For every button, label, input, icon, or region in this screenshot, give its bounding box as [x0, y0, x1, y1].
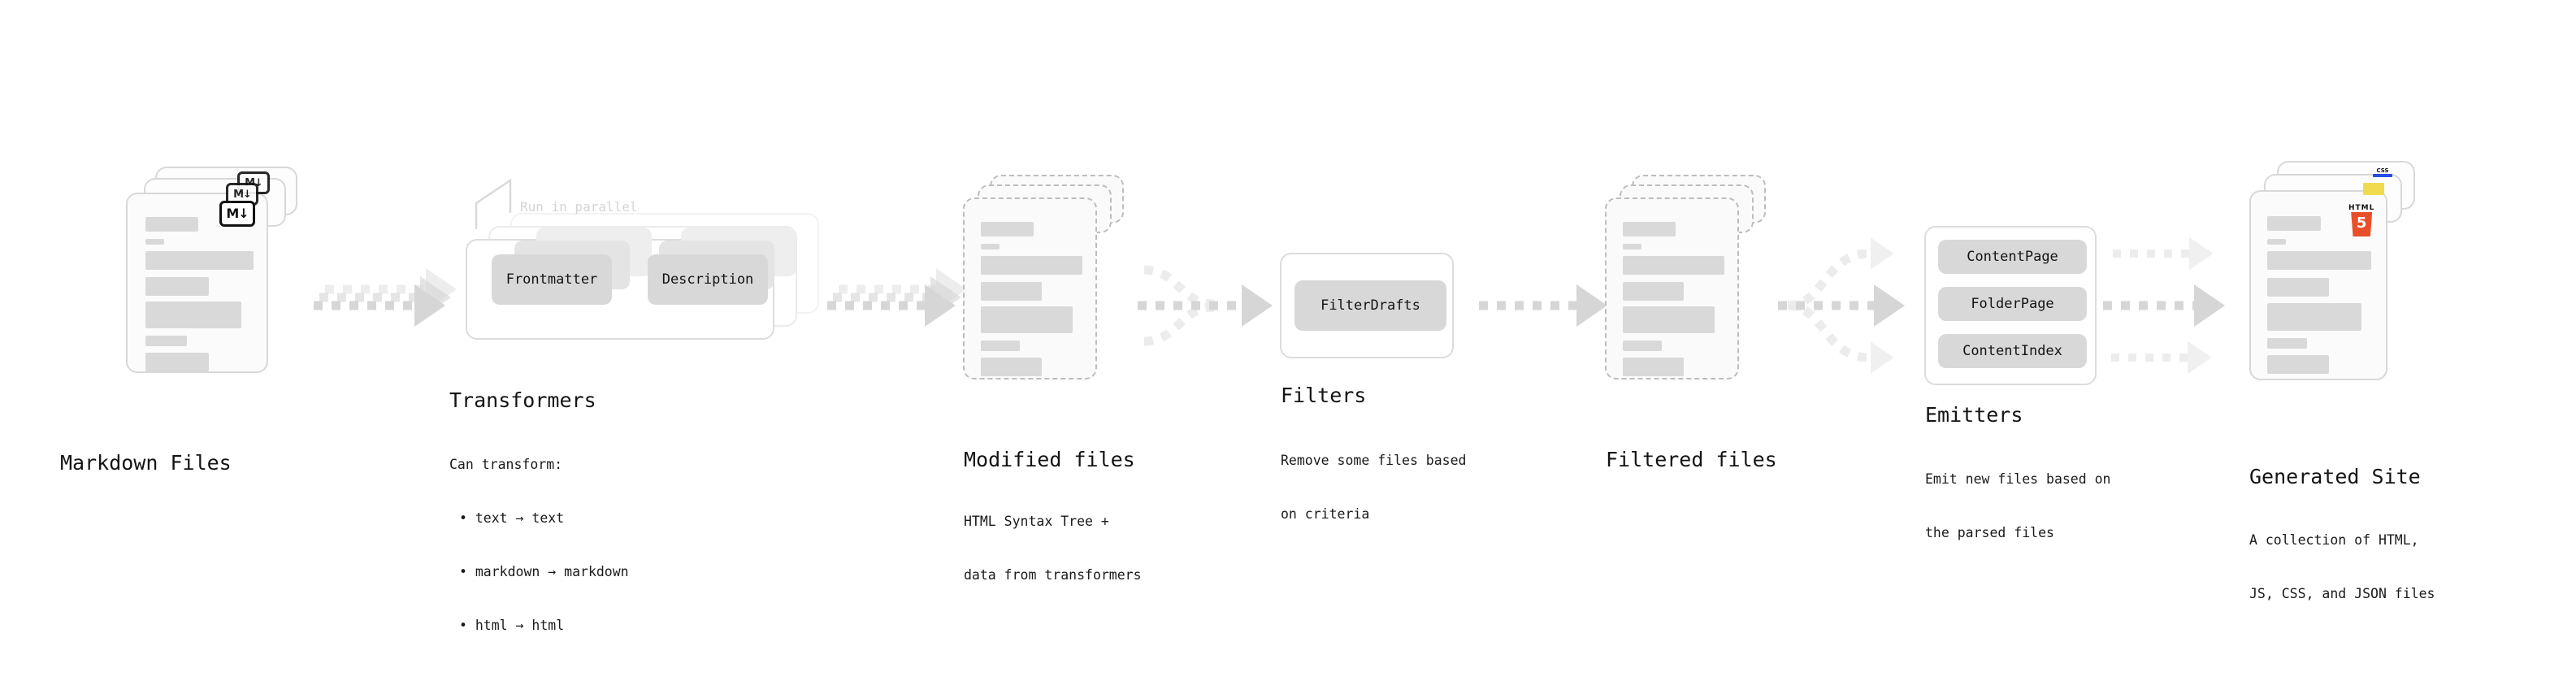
transformer-chip-description-label: Description — [661, 271, 754, 288]
emitters-group: ContentPage FolderPage ContentIndex — [1924, 226, 2097, 385]
skeleton-bar — [145, 251, 254, 270]
skeleton-bar — [2267, 239, 2286, 245]
stage-title-generated-site: Generated Site — [2249, 465, 2421, 488]
skeleton-bar — [2267, 338, 2307, 349]
skeleton-bar — [145, 217, 198, 232]
arrow-transformers-to-modified — [827, 268, 967, 327]
transformers-bullet-0: • text → text — [459, 510, 565, 526]
css-icon-label: CSS — [2376, 167, 2389, 174]
skeleton-bar — [2267, 216, 2321, 231]
skeleton-bar — [145, 336, 187, 346]
stage-title-markdown-files: Markdown Files — [60, 451, 232, 475]
modified-files-subtitle: HTML Syntax Tree + data from transformer… — [964, 477, 1142, 620]
modified-card-front — [963, 197, 1097, 380]
filters-subtitle-line-1: on criteria — [1281, 506, 1370, 522]
skeleton-bar — [981, 306, 1073, 333]
arrow-modified-to-filters — [1138, 265, 1273, 346]
transformers-bullet-2: • html → html — [459, 618, 565, 633]
skeleton-bar — [981, 282, 1042, 301]
transformer-chip-frontmatter-label: Frontmatter — [505, 271, 598, 288]
skeleton-bar — [981, 340, 1020, 351]
generated-site-subtitle-line-0: A collection of HTML, — [2249, 532, 2419, 548]
html5-icon-shield: 5 — [2351, 212, 2373, 236]
generated-site-subtitle-line-1: JS, CSS, and JSON files — [2249, 586, 2435, 601]
skeleton-bar — [1623, 244, 1641, 249]
filters-subtitle-line-0: Remove some files based — [1281, 453, 1467, 468]
filter-chip-filterdrafts-label: FilterDrafts — [1321, 297, 1420, 314]
emitter-chip-folderpage-label: FolderPage — [1971, 296, 2054, 312]
skeleton-bar — [1623, 282, 1684, 301]
html5-icon-word: HTML — [2348, 204, 2375, 212]
skeleton-bar — [981, 244, 1000, 249]
html5-icon-digit: 5 — [2356, 214, 2367, 232]
run-in-parallel-note: Run in parallel — [520, 199, 638, 215]
transformer-chip-frontmatter[interactable]: Frontmatter — [492, 254, 612, 305]
emitter-chip-contentindex-label: ContentIndex — [1962, 343, 2062, 359]
filters-subtitle: Remove some files based on criteria — [1281, 416, 1466, 559]
skeleton-bar — [981, 256, 1082, 275]
skeleton-bar — [145, 277, 209, 296]
css-icon-bar — [2373, 174, 2392, 177]
arrow-markdown-to-transformers — [314, 268, 457, 327]
emitters-subtitle-line-1: the parsed files — [1925, 525, 2054, 540]
skeleton-bar — [145, 353, 209, 371]
generated-site-subtitle: A collection of HTML, JS, CSS, and JSON … — [2249, 496, 2435, 639]
markdown-icon: M↓ — [226, 183, 258, 206]
js-icon — [2363, 183, 2384, 195]
modified-files-subtitle-line-1: data from transformers — [964, 567, 1142, 583]
markdown-icon: M↓ — [219, 201, 255, 227]
skeleton-bar — [2267, 303, 2361, 331]
arrow-emitters-to-site — [2103, 236, 2225, 375]
emitter-chip-folderpage[interactable]: FolderPage — [1938, 287, 2087, 321]
skeleton-bar — [2267, 278, 2329, 297]
emitter-chip-contentpage-label: ContentPage — [1967, 249, 2058, 265]
transformer-chip-description[interactable]: Description — [648, 254, 768, 305]
emitters-subtitle-line-0: Emit new files based on — [1925, 471, 2111, 487]
skeleton-bar — [981, 222, 1034, 236]
stage-title-modified-files: Modified files — [964, 448, 1135, 471]
filters-group: FilterDrafts — [1280, 253, 1454, 358]
skeleton-bar — [1623, 340, 1662, 351]
transformers-bullet-1: • markdown → markdown — [459, 564, 629, 579]
emitter-chip-contentpage[interactable]: ContentPage — [1938, 240, 2087, 274]
transformers-subtitle-line: Can transform: — [449, 457, 563, 472]
arrow-filtered-to-emitters — [1778, 237, 1905, 374]
skeleton-bar — [1623, 256, 1724, 275]
transformers-subtitle: Can transform: • text → text • markdown … — [449, 420, 629, 670]
skeleton-bar — [145, 239, 164, 245]
modified-files-subtitle-line-0: HTML Syntax Tree + — [964, 514, 1109, 529]
skeleton-bar — [981, 358, 1042, 376]
markdown-icon-glyph: M↓ — [233, 188, 252, 201]
stage-title-emitters: Emitters — [1925, 403, 2023, 427]
stage-title-transformers: Transformers — [449, 388, 596, 412]
skeleton-bar — [1623, 358, 1684, 376]
skeleton-bar — [2267, 251, 2371, 270]
html5-icon: HTML 5 — [2348, 204, 2374, 236]
markdown-card-front — [126, 193, 268, 373]
filter-chip-filterdrafts[interactable]: FilterDrafts — [1295, 280, 1446, 331]
filtered-card-front — [1605, 197, 1739, 380]
skeleton-bar — [1623, 306, 1715, 333]
skeleton-bar — [2267, 355, 2329, 374]
stage-title-filtered-files: Filtered files — [1606, 448, 1777, 471]
parallel-bracket — [475, 178, 512, 229]
arrow-filters-to-filtered — [1479, 284, 1607, 327]
emitters-subtitle: Emit new files based on the parsed files — [1925, 435, 2110, 578]
skeleton-bar — [145, 301, 241, 328]
stage-title-filters: Filters — [1281, 384, 1367, 407]
emitter-chip-contentindex[interactable]: ContentIndex — [1938, 334, 2087, 368]
markdown-icon-glyph: M↓ — [226, 206, 249, 221]
skeleton-bar — [1623, 222, 1676, 236]
css-icon: CSS — [2373, 167, 2392, 177]
